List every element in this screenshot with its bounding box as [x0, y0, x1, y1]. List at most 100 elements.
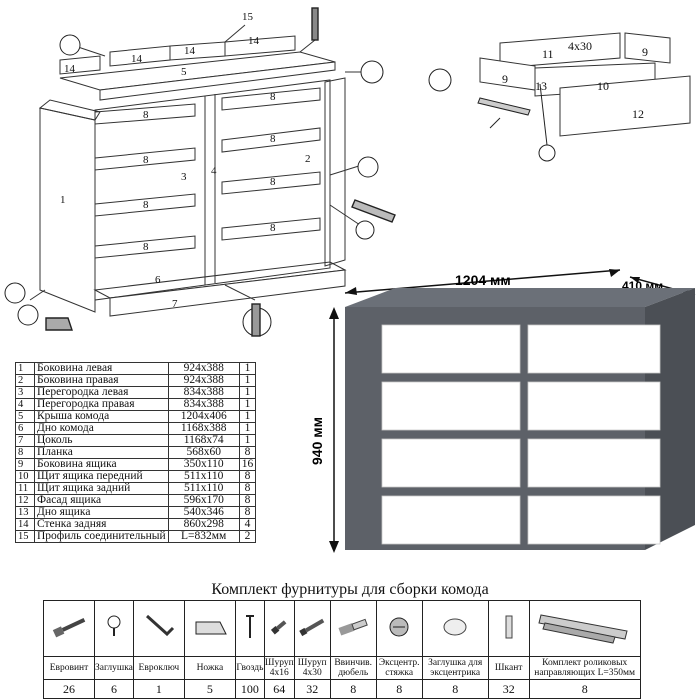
- part-qty: 1: [238, 362, 257, 375]
- back-panel: [169, 41, 226, 61]
- part-number: 9: [15, 458, 35, 471]
- part-number: 15: [15, 530, 35, 543]
- eurovint-screw-icon: [43, 600, 95, 657]
- part-name: Дно ящика: [34, 506, 169, 519]
- part-size: 1204x406: [167, 410, 240, 423]
- part-label: 14: [184, 45, 196, 57]
- part-name: Перегородка правая: [34, 398, 169, 411]
- part-size: L=832мм: [167, 530, 240, 543]
- part-label: 8: [270, 222, 276, 234]
- hardware-title: Комплект фурнитуры для сборки комода: [211, 581, 489, 598]
- dowel-icon: [329, 600, 377, 657]
- screw-short-icon: [263, 600, 295, 657]
- hardware-name: Шуруп 4x16: [263, 656, 295, 680]
- part-label: 8: [143, 241, 149, 253]
- hardware-qty: 8: [329, 679, 377, 699]
- part-label: 8: [270, 91, 276, 103]
- part-size: 924x388: [167, 362, 240, 375]
- part-size: 834x388: [167, 386, 240, 399]
- part-number: 2: [15, 374, 35, 387]
- part-size: 924x388: [167, 374, 240, 387]
- part-name: Планка: [34, 446, 169, 459]
- part-qty: 1: [238, 434, 257, 447]
- part-size: 596x170: [167, 494, 240, 507]
- hardware-name: Евровинт: [43, 656, 95, 680]
- part-qty: 1: [238, 374, 257, 387]
- part-number: 14: [15, 518, 35, 531]
- part-size: 568x60: [167, 446, 240, 459]
- part-number: 10: [15, 470, 35, 483]
- part-qty: 8: [238, 482, 257, 495]
- part-label: 5: [181, 66, 187, 78]
- part-number: 12: [15, 494, 35, 507]
- hardware-qty: 64: [263, 679, 295, 699]
- part-label: 10: [597, 79, 609, 93]
- drawer-front-panel: [559, 75, 691, 137]
- hardware-name: Эксцентр. стяжка: [375, 656, 423, 680]
- part-number: 7: [15, 434, 35, 447]
- part-label: 8: [143, 199, 149, 211]
- part-name: Боковина левая: [34, 362, 169, 375]
- part-qty: 8: [238, 494, 257, 507]
- drawer-back-panel: [499, 32, 621, 69]
- part-label: 6: [155, 274, 161, 286]
- hardware-name: Заглушка: [94, 656, 134, 680]
- part-label: 8: [270, 133, 276, 145]
- part-qty: 8: [238, 446, 257, 459]
- part-label: 12: [632, 107, 644, 121]
- part-number: 6: [15, 422, 35, 435]
- plinth-panel: [109, 269, 346, 317]
- hardware-qty: 8: [421, 679, 489, 699]
- hardware-qty: 32: [487, 679, 530, 699]
- drawer-front: [527, 438, 661, 488]
- part-qty: 4: [238, 518, 257, 531]
- foot-icon: [183, 600, 236, 657]
- back-panel: [224, 35, 296, 57]
- part-qty: 2: [238, 530, 257, 543]
- right-side-panel: [324, 77, 346, 267]
- part-label: 9: [502, 72, 508, 86]
- cap-icon: [94, 600, 134, 657]
- part-name: Дно комода: [34, 422, 169, 435]
- part-label: 2: [305, 153, 311, 165]
- part-size: 511x110: [167, 482, 240, 495]
- exploded-view-diagram: 1 2 3 4 5 6 7 8 8 8 8 8 8 8 8 14 14 14 1…: [4, 7, 396, 337]
- part-label: 14: [248, 35, 260, 47]
- part-label: 13: [535, 79, 547, 93]
- part-label: 8: [143, 109, 149, 121]
- part-name: Боковина ящика: [34, 458, 169, 471]
- part-label: 8: [143, 154, 149, 166]
- hardware-name: Гвоздь: [234, 656, 265, 680]
- hardware-qty: 26: [43, 679, 95, 699]
- hardware-name: Ножка: [183, 656, 236, 680]
- connector-profile-icon: [311, 7, 319, 41]
- width-dimension: 1204 мм: [455, 272, 511, 288]
- screw-long-icon: [293, 600, 331, 657]
- part-name: Крыша комода: [34, 410, 169, 423]
- callout-circle: [4, 282, 26, 304]
- part-qty: 1: [238, 398, 257, 411]
- part-size: 834x388: [167, 398, 240, 411]
- hex-key-icon: [132, 600, 185, 657]
- hardware-name: Заглушка для эксцентрика: [421, 656, 489, 680]
- part-qty: 8: [238, 506, 257, 519]
- wood-dowel-icon: [487, 600, 530, 657]
- hardware-qty: 8: [528, 679, 641, 699]
- part-name: Перегородка левая: [34, 386, 169, 399]
- hardware-name: Шкант: [487, 656, 530, 680]
- part-qty: 8: [238, 470, 257, 483]
